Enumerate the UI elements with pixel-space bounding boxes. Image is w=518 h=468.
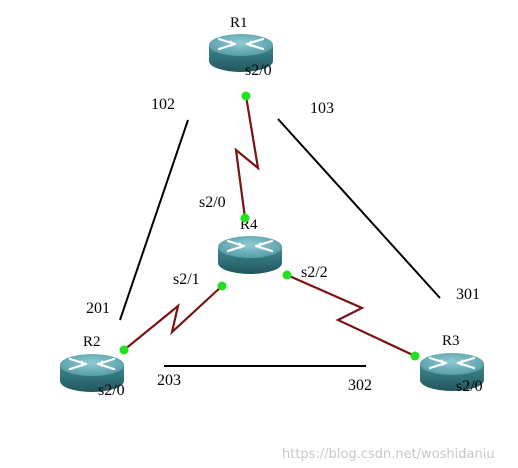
port-dot-r3-s20 xyxy=(410,351,420,361)
router-r2[interactable]: R2 xyxy=(58,334,126,394)
interface-label-r4-s22: s2/2 xyxy=(301,264,328,281)
port-dot-r4-s21 xyxy=(217,281,227,291)
interface-label-r1-s20: s2/0 xyxy=(245,62,272,79)
router-r2-label: R2 xyxy=(83,334,101,350)
interface-label-r4-s21: s2/1 xyxy=(173,271,200,288)
port-dot-r2-s20 xyxy=(119,345,129,355)
serial-link-r4-r2 xyxy=(123,285,223,351)
dlci-label-201: 201 xyxy=(86,300,110,317)
interface-label-r2-s20: s2/0 xyxy=(98,382,125,399)
dlci-label-301: 301 xyxy=(456,286,480,303)
serial-link-r1-r4 xyxy=(234,95,260,219)
pvc-line-r1-r2 xyxy=(119,119,189,321)
serial-link-r4-r3 xyxy=(286,273,416,357)
pvc-line-r1-r3 xyxy=(277,118,441,299)
port-dot-r4-s22 xyxy=(282,270,292,280)
router-r1-label: R1 xyxy=(230,15,248,31)
port-dot-r1-s20 xyxy=(241,91,251,101)
router-r4[interactable]: R4 xyxy=(216,217,284,276)
router-r3-label: R3 xyxy=(442,333,460,349)
router-r1[interactable]: R1 xyxy=(207,15,275,74)
router-r3[interactable]: R3 xyxy=(418,333,486,393)
interface-label-r4-s20: s2/0 xyxy=(199,194,226,211)
dlci-label-302: 302 xyxy=(348,377,372,394)
dlci-label-102: 102 xyxy=(151,96,175,113)
dlci-label-103: 103 xyxy=(310,100,334,117)
watermark-text: https://blog.csdn.net/woshidaniu xyxy=(282,447,495,462)
interface-label-r3-s20: s2/0 xyxy=(456,378,483,395)
port-dot-r4-s20 xyxy=(240,213,250,223)
dlci-label-203: 203 xyxy=(157,372,181,389)
